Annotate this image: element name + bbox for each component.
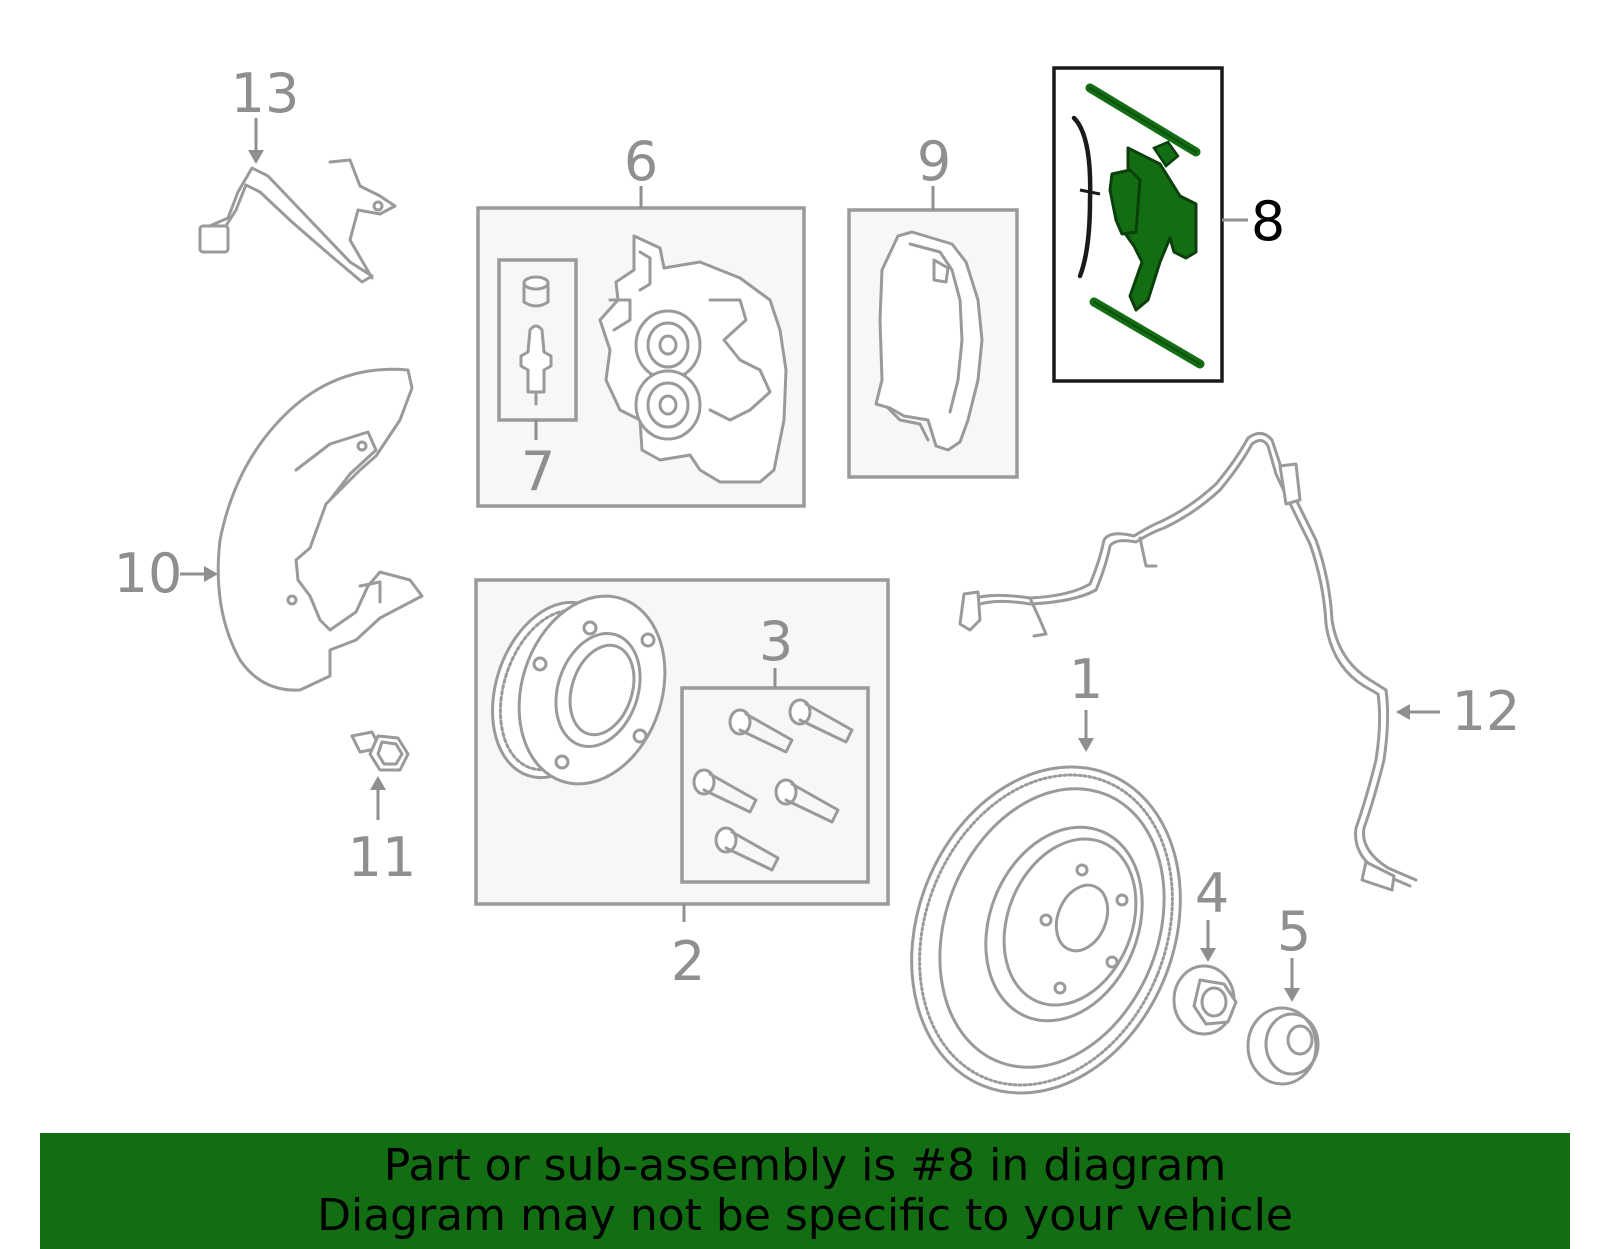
callout-9: 9 bbox=[917, 130, 951, 193]
part-2-hub-bearing[interactable] bbox=[471, 577, 688, 803]
stud bbox=[788, 698, 854, 744]
callout-3: 3 bbox=[759, 610, 793, 673]
part-9-brake-pad-set[interactable] bbox=[874, 230, 984, 452]
callout-10: 10 bbox=[114, 542, 183, 605]
part-6-caliper[interactable] bbox=[598, 234, 788, 484]
part-4-hub-nut[interactable] bbox=[1172, 964, 1238, 1036]
part-12-abs-sensor[interactable] bbox=[958, 432, 1418, 892]
callout-4: 4 bbox=[1195, 862, 1229, 925]
stud bbox=[692, 768, 758, 814]
arrow-13 bbox=[248, 150, 264, 164]
callout-2: 2 bbox=[671, 930, 705, 993]
part-5-dust-cap[interactable] bbox=[1246, 1006, 1320, 1086]
callout-12: 12 bbox=[1452, 680, 1521, 743]
callout-7: 7 bbox=[521, 440, 555, 503]
stud bbox=[714, 826, 780, 872]
notice-banner: Part or sub-assembly is #8 in diagram Di… bbox=[40, 1133, 1570, 1249]
part-3-wheel-studs[interactable] bbox=[692, 698, 854, 872]
callout-8: 8 bbox=[1251, 190, 1285, 253]
stud bbox=[728, 708, 794, 754]
part-11-bolt[interactable] bbox=[350, 730, 410, 772]
arrow-5 bbox=[1284, 988, 1300, 1002]
part-13-brake-hose[interactable] bbox=[198, 158, 397, 284]
stud bbox=[774, 778, 840, 824]
part-1-brake-rotor[interactable] bbox=[864, 726, 1227, 1133]
banner-line-1: Part or sub-assembly is #8 in diagram bbox=[383, 1140, 1227, 1191]
arrow-1 bbox=[1078, 738, 1094, 752]
banner-line-2: Diagram may not be specific to your vehi… bbox=[317, 1190, 1293, 1241]
callout-5: 5 bbox=[1277, 900, 1311, 963]
part-10-splash-shield[interactable] bbox=[216, 367, 424, 692]
part-7-guide-pin-kit[interactable] bbox=[519, 275, 553, 406]
part-8-pad-hardware-kit[interactable] bbox=[1071, 83, 1205, 369]
callout-11: 11 bbox=[348, 826, 417, 889]
arrow-11 bbox=[370, 776, 386, 790]
callout-13: 13 bbox=[231, 62, 300, 125]
arrow-10 bbox=[204, 566, 218, 582]
arrow-4 bbox=[1200, 948, 1216, 962]
arrow-12 bbox=[1396, 704, 1410, 720]
callout-1: 1 bbox=[1069, 648, 1103, 711]
callout-6: 6 bbox=[624, 130, 658, 193]
